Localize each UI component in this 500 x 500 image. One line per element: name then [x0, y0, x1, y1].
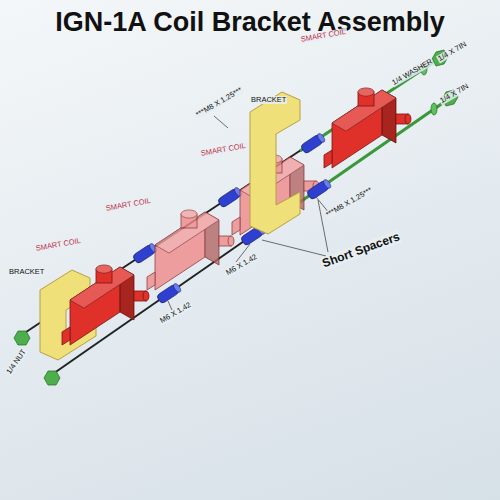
part-label: M6 X 1.42 — [224, 252, 259, 277]
part-label: M6 X 1.42 — [158, 300, 193, 325]
coil-label: SMART COIL — [104, 197, 152, 213]
coil-label: SMART COIL — [199, 142, 247, 158]
part-label: 1/4 WASHER — [390, 57, 435, 88]
part-label: ***M8 X 1.25*** — [324, 186, 375, 220]
part-label: BRACKET — [8, 268, 45, 276]
callout-label: Short Spacers — [320, 230, 403, 271]
part-label: BRACKET — [250, 96, 287, 104]
part-label: ***M8 X 1.25*** — [194, 86, 245, 120]
title: IGN-1A Coil Bracket Assembly — [0, 8, 500, 38]
part-label: 1/4 NUT — [5, 347, 29, 376]
part-label: 1/4 X 7IN — [436, 40, 469, 64]
coil-label: SMART COIL — [34, 237, 82, 253]
